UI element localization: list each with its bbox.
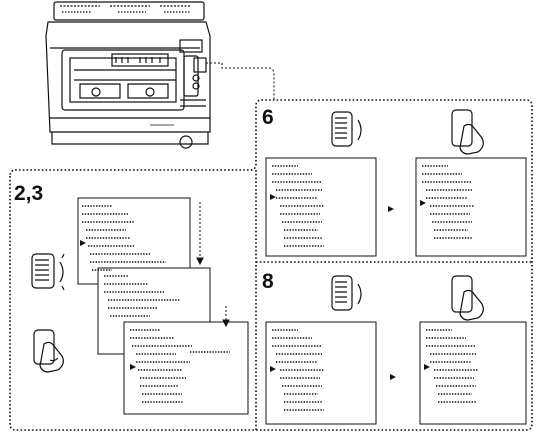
step-label-6: 6 — [262, 106, 274, 130]
step-label-8: 8 — [262, 270, 274, 294]
leader-line — [206, 63, 274, 100]
dial-icon — [332, 112, 361, 146]
press-button-hand-icon — [452, 110, 483, 154]
menu-screen-icon — [266, 322, 526, 424]
dial-icon — [332, 276, 361, 310]
press-button-hand-icon — [34, 330, 63, 372]
dial-icon — [32, 254, 64, 290]
press-button-hand-icon — [452, 276, 483, 320]
camcorder-device-icon — [46, 2, 210, 148]
menu-screen-icon — [266, 158, 526, 256]
step-label-2-3: 2,3 — [14, 182, 43, 206]
